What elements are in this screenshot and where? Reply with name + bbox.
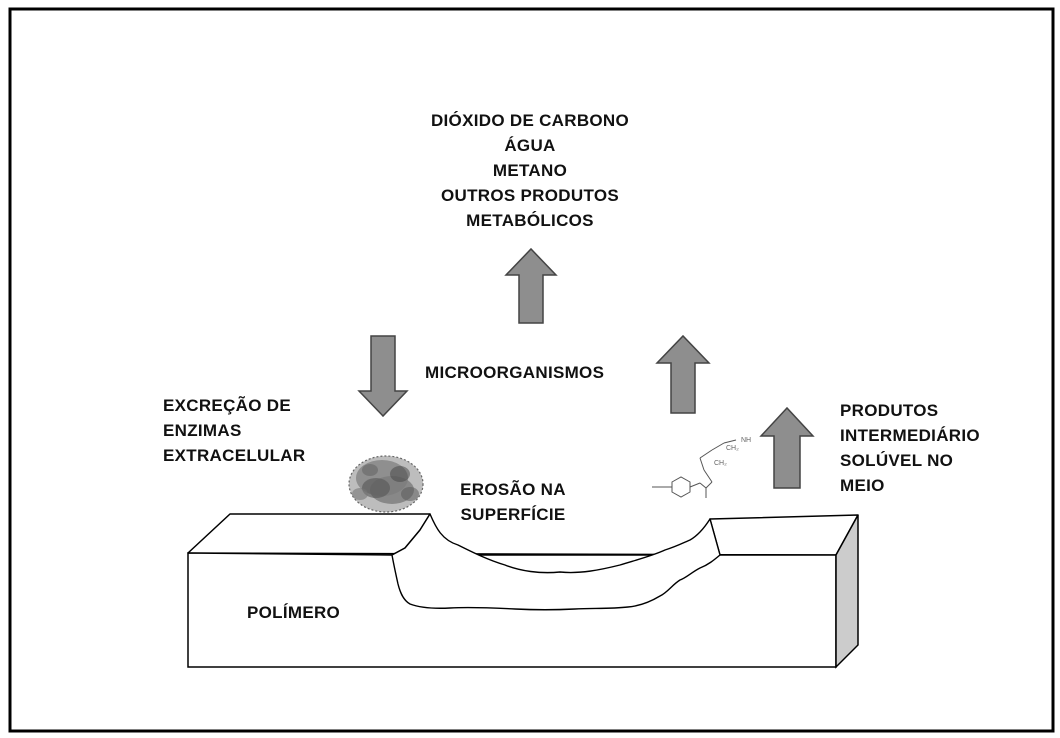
enzymes-line-1: EXCREÇÃO DE bbox=[163, 396, 291, 415]
arrow-up-products bbox=[504, 247, 558, 324]
intermediates-line-2: INTERMEDIÁRIO bbox=[840, 426, 980, 445]
erosion-line-1: EROSÃO NA bbox=[460, 480, 566, 499]
erosion-channel bbox=[391, 513, 721, 611]
erosion-label: EROSÃO NA SUPERFÍCIE bbox=[448, 477, 578, 527]
products-line-2: ÁGUA bbox=[504, 136, 556, 155]
enzymes-line-2: ENZIMAS bbox=[163, 421, 242, 440]
erosion-line-2: SUPERFÍCIE bbox=[460, 505, 566, 524]
polymer-label: POLÍMERO bbox=[247, 603, 341, 622]
molecule-label-1: CH₂ bbox=[714, 460, 727, 467]
arrow-up-microorganisms bbox=[655, 334, 711, 414]
products-line-3: METANO bbox=[492, 161, 568, 180]
products-label: DIÓXIDO DE CARBONO ÁGUA METANO OUTROS PR… bbox=[380, 108, 680, 233]
enzymes-line-3: EXTRACELULAR bbox=[163, 446, 306, 465]
enzymes-label: EXCREÇÃO DE ENZIMAS EXTRACELULAR bbox=[163, 393, 305, 468]
molecule-structure bbox=[652, 439, 737, 498]
diagram-frame bbox=[8, 7, 1055, 733]
products-line-5: METABÓLICOS bbox=[466, 211, 594, 230]
microorganisms-label: MICROORGANISMOS bbox=[425, 363, 605, 382]
molecule-label-3: NH bbox=[741, 437, 751, 444]
enzyme-cluster bbox=[348, 455, 424, 513]
polymer-block bbox=[187, 513, 859, 669]
products-line-4: OUTROS PRODUTOS bbox=[441, 186, 619, 205]
polymer-side-face bbox=[835, 514, 859, 669]
intermediates-label: PRODUTOS INTERMEDIÁRIO SOLÚVEL NO MEIO bbox=[840, 398, 980, 498]
arrow-up-intermediates bbox=[759, 406, 815, 489]
arrow-down-enzymes bbox=[357, 335, 409, 418]
intermediates-line-3: SOLÚVEL NO bbox=[840, 451, 954, 470]
intermediates-line-4: MEIO bbox=[840, 476, 885, 495]
intermediates-line-1: PRODUTOS bbox=[840, 401, 939, 420]
products-line-1: DIÓXIDO DE CARBONO bbox=[430, 111, 630, 130]
molecule-label-2: CH₂ bbox=[726, 445, 739, 452]
